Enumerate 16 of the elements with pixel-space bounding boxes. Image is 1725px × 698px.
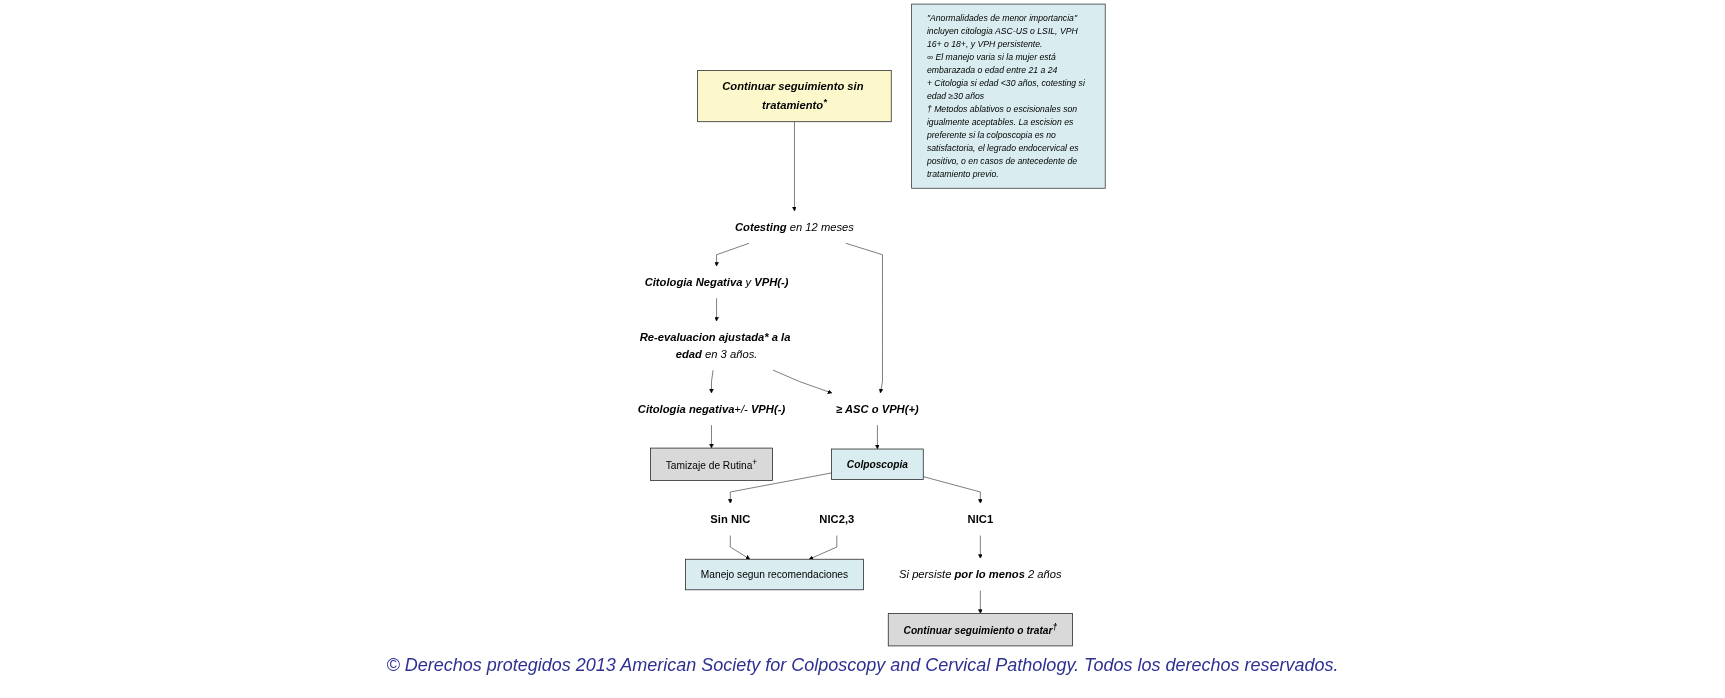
- node-text: Cotesting en 12 meses: [734, 220, 854, 234]
- node-text: Re-evaluacion ajustada* a la edad en 3 años.: [639, 330, 791, 361]
- node-box: Manejo segun recomendaciones: [685, 558, 864, 591]
- copyright-note: © Derechos protegidos 2013 American Society for Colposcopy and Cervical Pathology. Todos los derechos reservados.: [385, 655, 1340, 676]
- node-text: Citologia Negativa y VPH(-): [644, 275, 789, 289]
- node-text: Si persiste por lo menos 2 años: [899, 568, 1062, 581]
- node-text: Citologia negativa+/- VPH(-): [637, 402, 786, 416]
- node-box: "Anormalidades de menor importancia" incluyen citologia ASC-US o LSIL, VPH 16+ o 18+, y VPH persistente. ∞ El manejo varia si la mujer está embarazada o edad entre 21 a 24 + Citologia si edad <30 años, cotesting si edad ≥30 años † Metodos ablativos o escisionales son igualmente aceptables. La escision es preferente si la colposcopia es no satisfactoria, el legrado endocervical es positivo, o en casos de antecedente de tratamiento previo.: [911, 3, 1106, 189]
- node-box: Continuar seguimiento sin tratamiento$^{*}$: [697, 70, 892, 123]
- node-text: Sin NIC: [710, 513, 751, 526]
- node-text: NIC2,3: [819, 513, 855, 526]
- node-box: Colposcopia: [831, 448, 924, 480]
- node-text: ≥ ASC o VPH(+): [836, 402, 919, 416]
- node-text: NIC1: [967, 513, 994, 526]
- node-box: Continuar seguimiento o tratar$^{†}$: [887, 613, 1073, 647]
- node-box: Tamizaje de Rutina$^{+}$: [650, 447, 773, 481]
